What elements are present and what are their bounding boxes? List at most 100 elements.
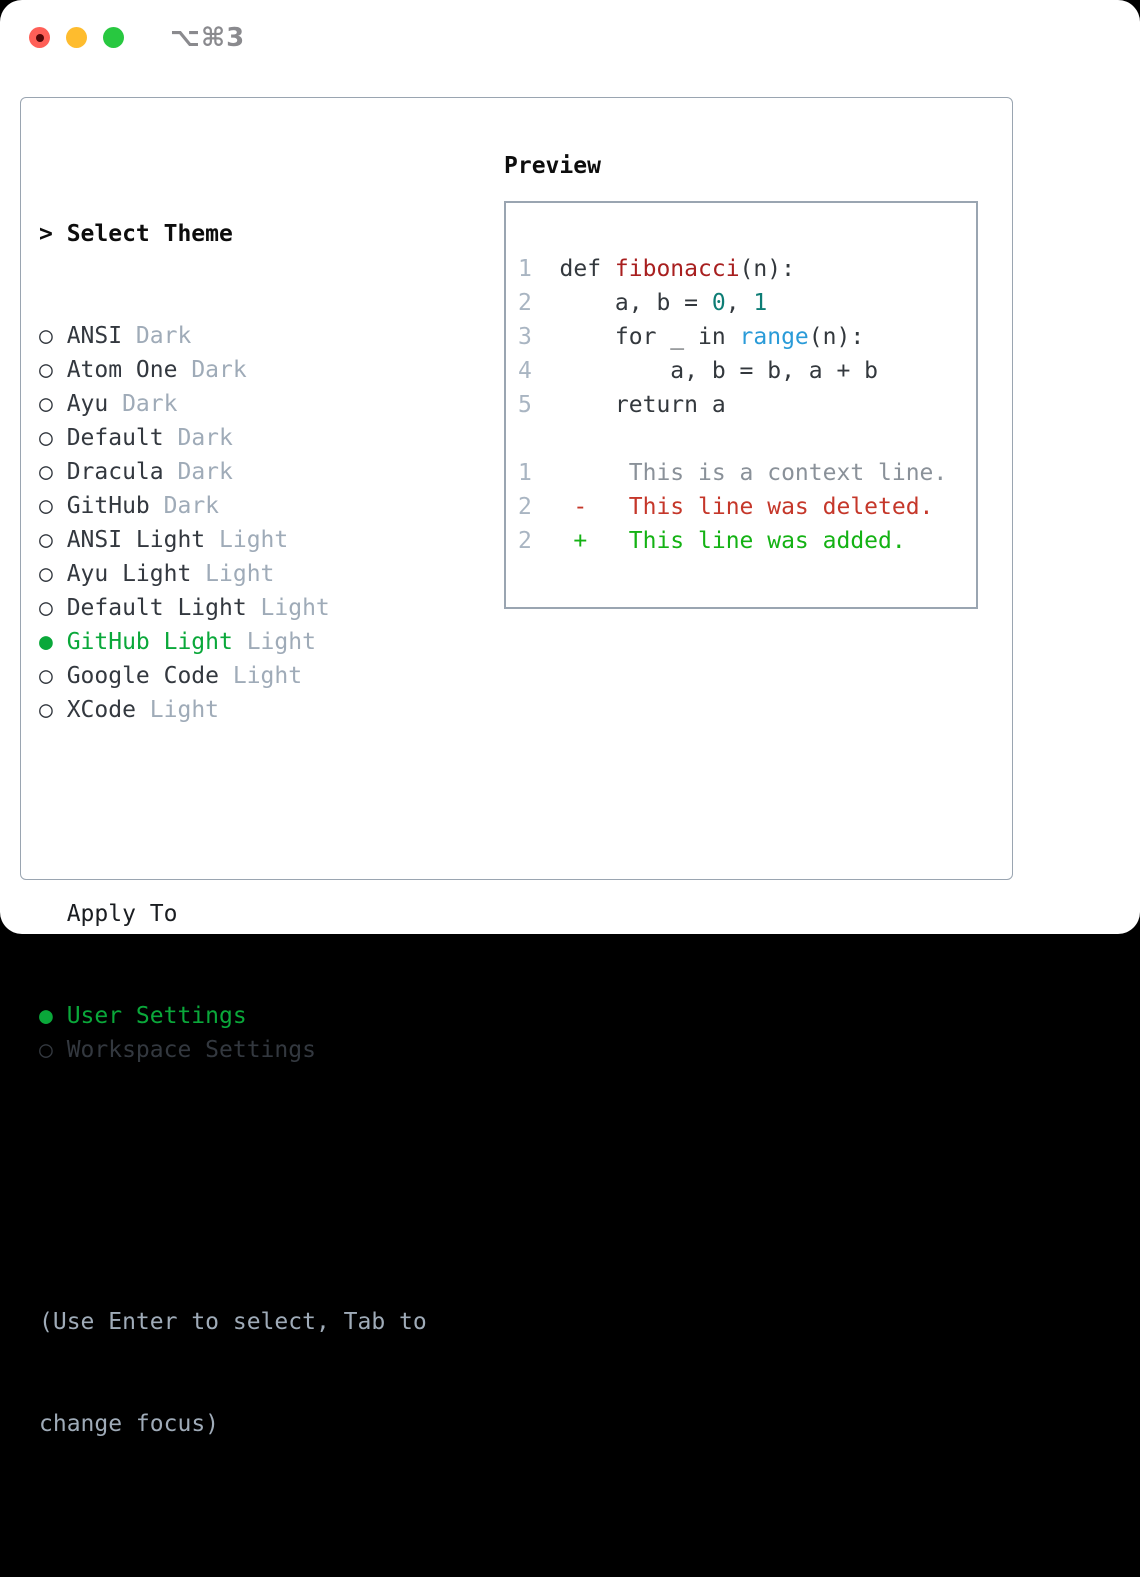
theme-name: ANSI <box>67 323 122 349</box>
apply-to-option[interactable]: ○Workspace Settings <box>39 1033 427 1067</box>
theme-variant-tag: Light <box>205 561 274 587</box>
line-number: 5 <box>518 388 560 422</box>
theme-option[interactable]: ○Google Code Light <box>39 659 427 693</box>
code-segment: a, b = <box>560 290 712 316</box>
line-number: 2 <box>518 524 560 558</box>
preview-line: 1 This is a context line. <box>518 456 976 490</box>
theme-name: GitHub <box>67 493 150 519</box>
code-segment: 1 <box>753 290 767 316</box>
radio-icon[interactable]: ○ <box>39 591 67 625</box>
theme-variant-tag: Light <box>219 527 288 553</box>
theme-variant-tag: Light <box>233 663 302 689</box>
apply-to-label: User Settings <box>67 1003 247 1029</box>
theme-option[interactable]: ●GitHub Light Light <box>39 625 427 659</box>
preview-line: 3 for _ in range(n): <box>518 320 976 354</box>
apply-to-header: Apply To <box>39 897 427 931</box>
theme-name: Default <box>67 425 164 451</box>
line-number: 1 <box>518 252 560 286</box>
spacer <box>39 795 427 829</box>
theme-option[interactable]: ○Dracula Dark <box>39 455 427 489</box>
theme-name: ANSI Light <box>67 527 205 553</box>
theme-variant-tag: Light <box>247 629 316 655</box>
theme-option[interactable]: ○ANSI Light Light <box>39 523 427 557</box>
theme-name: Atom One <box>67 357 178 383</box>
radio-icon[interactable]: ○ <box>39 387 67 421</box>
radio-icon[interactable]: ○ <box>39 523 67 557</box>
code-segment: return a <box>560 392 726 418</box>
theme-name: Ayu Light <box>67 561 192 587</box>
theme-list-title: Select Theme <box>67 221 233 247</box>
code-segment: a, b = b, a + b <box>560 358 879 384</box>
code-segment: + This line was added. <box>560 528 906 554</box>
help-line-2: change focus) <box>39 1407 427 1441</box>
preview-line: 2 - This line was deleted. <box>518 490 976 524</box>
preview-title: Preview <box>504 153 601 179</box>
code-segment: - This line was deleted. <box>560 494 934 520</box>
theme-variant-tag: Dark <box>164 493 219 519</box>
apply-to-label: Workspace Settings <box>67 1037 316 1063</box>
spacer <box>39 1135 427 1169</box>
radio-icon[interactable]: ○ <box>39 455 67 489</box>
theme-variant-tag: Dark <box>177 425 232 451</box>
theme-option[interactable]: ○GitHub Dark <box>39 489 427 523</box>
theme-variant-tag: Dark <box>177 459 232 485</box>
code-segment: for _ in <box>560 324 740 350</box>
theme-name: Google Code <box>67 663 219 689</box>
theme-variant-tag: Light <box>150 697 219 723</box>
help-line-1: (Use Enter to select, Tab to <box>39 1305 427 1339</box>
theme-list-header: >Select Theme <box>39 217 427 251</box>
theme-option[interactable]: ○Ayu Light Light <box>39 557 427 591</box>
traffic-lights <box>29 27 124 48</box>
theme-name: Default Light <box>67 595 247 621</box>
radio-icon[interactable]: ○ <box>39 557 67 591</box>
radio-icon[interactable]: ○ <box>39 319 67 353</box>
preview-line: 2 + This line was added. <box>518 524 976 558</box>
radio-icon[interactable]: ○ <box>39 693 67 727</box>
zoom-button[interactable] <box>103 27 124 48</box>
theme-variant-tag: Dark <box>136 323 191 349</box>
code-segment: (n): <box>809 324 864 350</box>
help-text: (Use Enter to select, Tab to change focu… <box>39 1237 427 1509</box>
theme-name: GitHub Light <box>67 629 233 655</box>
preview-line: 5 return a <box>518 388 976 422</box>
preview-header: Preview <box>504 149 978 183</box>
minimize-button[interactable] <box>66 27 87 48</box>
apply-to-option[interactable]: ●User Settings <box>39 999 427 1033</box>
theme-option[interactable]: ○ANSI Dark <box>39 319 427 353</box>
theme-option[interactable]: ○Default Dark <box>39 421 427 455</box>
theme-option[interactable]: ○Default Light Light <box>39 591 427 625</box>
preview-line: 4 a, b = b, a + b <box>518 354 976 388</box>
radio-icon[interactable]: ○ <box>39 353 67 387</box>
radio-icon[interactable]: ○ <box>39 421 67 455</box>
apply-to-title: Apply To <box>67 901 178 927</box>
close-button[interactable] <box>29 27 50 48</box>
theme-variant-tag: Dark <box>122 391 177 417</box>
screen: { "titlebar": { "title": "⌥⌘3" }, "theme… <box>0 0 1140 934</box>
theme-option[interactable]: ○Atom One Dark <box>39 353 427 387</box>
theme-variant-tag: Dark <box>191 357 246 383</box>
theme-name: Dracula <box>67 459 164 485</box>
line-number: 2 <box>518 490 560 524</box>
selected-radio-icon[interactable]: ● <box>39 625 67 659</box>
code-segment: range <box>740 324 809 350</box>
code-segment: fibonacci <box>615 256 740 282</box>
window-title: ⌥⌘3 <box>170 23 245 53</box>
preview-line: 2 a, b = 0, 1 <box>518 286 976 320</box>
preview-line <box>518 422 976 456</box>
code-segment: , <box>726 290 754 316</box>
radio-icon[interactable]: ○ <box>39 1033 67 1067</box>
theme-variant-tag: Light <box>261 595 330 621</box>
radio-icon[interactable]: ○ <box>39 489 67 523</box>
selected-radio-icon[interactable]: ● <box>39 999 67 1033</box>
prompt-icon: > <box>39 217 67 251</box>
radio-icon[interactable]: ○ <box>39 659 67 693</box>
